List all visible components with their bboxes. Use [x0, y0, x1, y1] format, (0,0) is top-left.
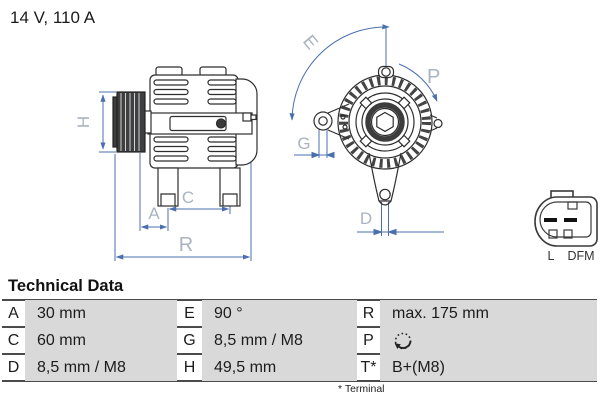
front-view-dimension-lines [289, 24, 444, 236]
cell-bg [380, 354, 597, 381]
fan-teeth-ring [339, 76, 431, 168]
terminal-footnote: * Terminal [338, 383, 385, 395]
dim-label-C: C [182, 188, 194, 207]
dim-label-A: A [148, 204, 160, 223]
spec-value-A: 30 mm [37, 305, 86, 322]
cell-bg [202, 354, 357, 381]
side-view-dimension-lines [99, 91, 252, 261]
connector-pin-label-DFM: DFM [567, 249, 594, 263]
pulley [112, 91, 146, 153]
spec-key-G: G [183, 332, 196, 349]
cell-bg [25, 354, 177, 381]
spec-key-D: D [7, 359, 20, 376]
spec-key-T: T* [360, 359, 377, 376]
cell-bg [25, 327, 177, 354]
cell-bg [380, 300, 597, 327]
product-rating-title: 14 V, 110 A [10, 8, 96, 27]
spec-key-C: C [7, 332, 20, 349]
technical-data-heading: Technical Data [8, 277, 124, 295]
spec-value-P [380, 327, 597, 354]
right-terminal-stub [429, 114, 443, 132]
spec-key-E: E [184, 305, 195, 322]
dim-label-R: R [179, 234, 193, 256]
spec-key-R: R [362, 305, 375, 322]
spec-value-R: max. 175 mm [392, 305, 489, 322]
connector-pin-label-L: L [548, 249, 555, 263]
connector-plug-diagram [534, 190, 598, 247]
spec-value-D: 8,5 mm / M8 [37, 359, 126, 376]
spec-value-C: 60 mm [37, 332, 86, 349]
cell-bg [380, 327, 597, 354]
cell-bg [202, 327, 357, 354]
rotation-clockwise-icon [394, 332, 412, 350]
spec-key-A: A [8, 305, 19, 322]
alternator-technical-drawing: H A C R [74, 24, 598, 263]
spec-value-G: 8,5 mm / M8 [214, 332, 303, 349]
cell-bg [25, 300, 177, 327]
shaft-nut [376, 111, 394, 133]
dim-label-P: P [427, 66, 440, 88]
left-mounting-arm [313, 103, 350, 140]
table-rule [2, 380, 597, 382]
dim-label-E: E [299, 31, 322, 53]
dim-label-G: G [297, 134, 310, 153]
spec-key-H: H [183, 359, 196, 376]
cell-bg [202, 300, 357, 327]
alternator-side-view [112, 66, 258, 207]
alternator-front-view [313, 65, 443, 206]
dim-label-D: D [360, 209, 372, 228]
bottom-mounting-lug [368, 152, 402, 206]
spec-value-H: 49,5 mm [214, 359, 277, 376]
cooling-fins-front [153, 79, 189, 162]
spec-value-T: B+(M8) [392, 359, 445, 376]
cooling-fins-rear [207, 79, 237, 162]
dim-label-H: H [74, 116, 93, 128]
spec-key-P: P [363, 332, 374, 349]
spec-value-E: 90 ° [214, 305, 243, 322]
